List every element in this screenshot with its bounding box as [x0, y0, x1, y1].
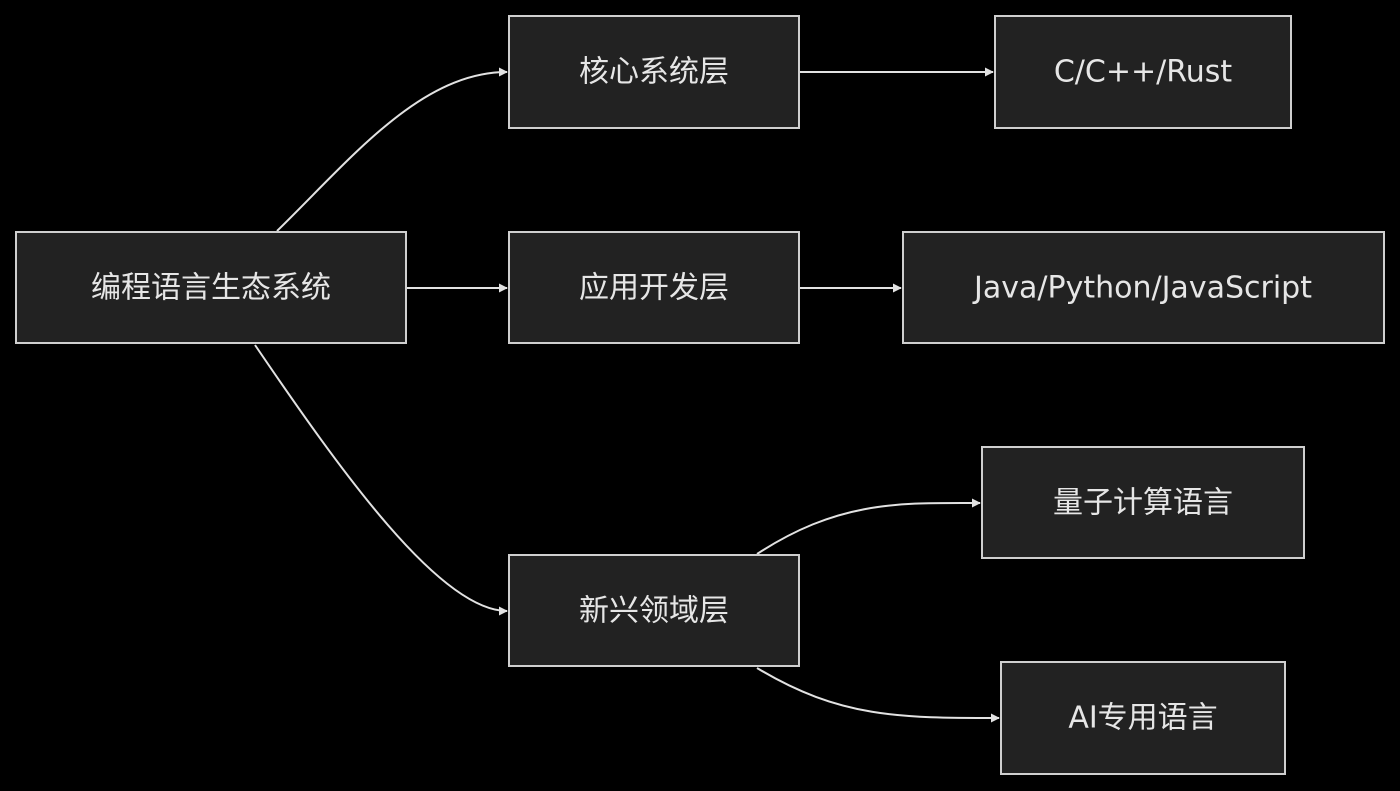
node-core-languages: C/C++/Rust [994, 15, 1292, 129]
edge-root-to-emerging [254, 344, 508, 616]
node-quantum-languages: 量子计算语言 [981, 446, 1305, 559]
edge-emerging-to-ai [756, 667, 1000, 723]
node-ai-languages: AI专用语言 [1000, 661, 1286, 775]
node-app-languages: Java/Python/JavaScript [902, 231, 1385, 344]
node-emerging-layer-label: 新兴领域层 [579, 594, 729, 629]
edge-root-to-core [276, 67, 508, 232]
edges [254, 67, 1000, 723]
node-core-system-layer-label: 核心系统层 [579, 55, 729, 90]
node-ai-languages-label: AI专用语言 [1068, 701, 1217, 736]
node-app-dev-layer-label: 应用开发层 [579, 271, 729, 306]
node-app-dev-layer: 应用开发层 [508, 231, 800, 344]
node-core-system-layer: 核心系统层 [508, 15, 800, 129]
edge-emerging-to-quantum [756, 498, 981, 555]
node-quantum-languages-label: 量子计算语言 [1053, 486, 1233, 521]
node-root-label: 编程语言生态系统 [91, 271, 331, 306]
node-core-languages-label: C/C++/Rust [1054, 55, 1233, 90]
node-root: 编程语言生态系统 [15, 231, 407, 344]
node-emerging-layer: 新兴领域层 [508, 554, 800, 667]
node-app-languages-label: Java/Python/JavaScript [972, 271, 1312, 306]
